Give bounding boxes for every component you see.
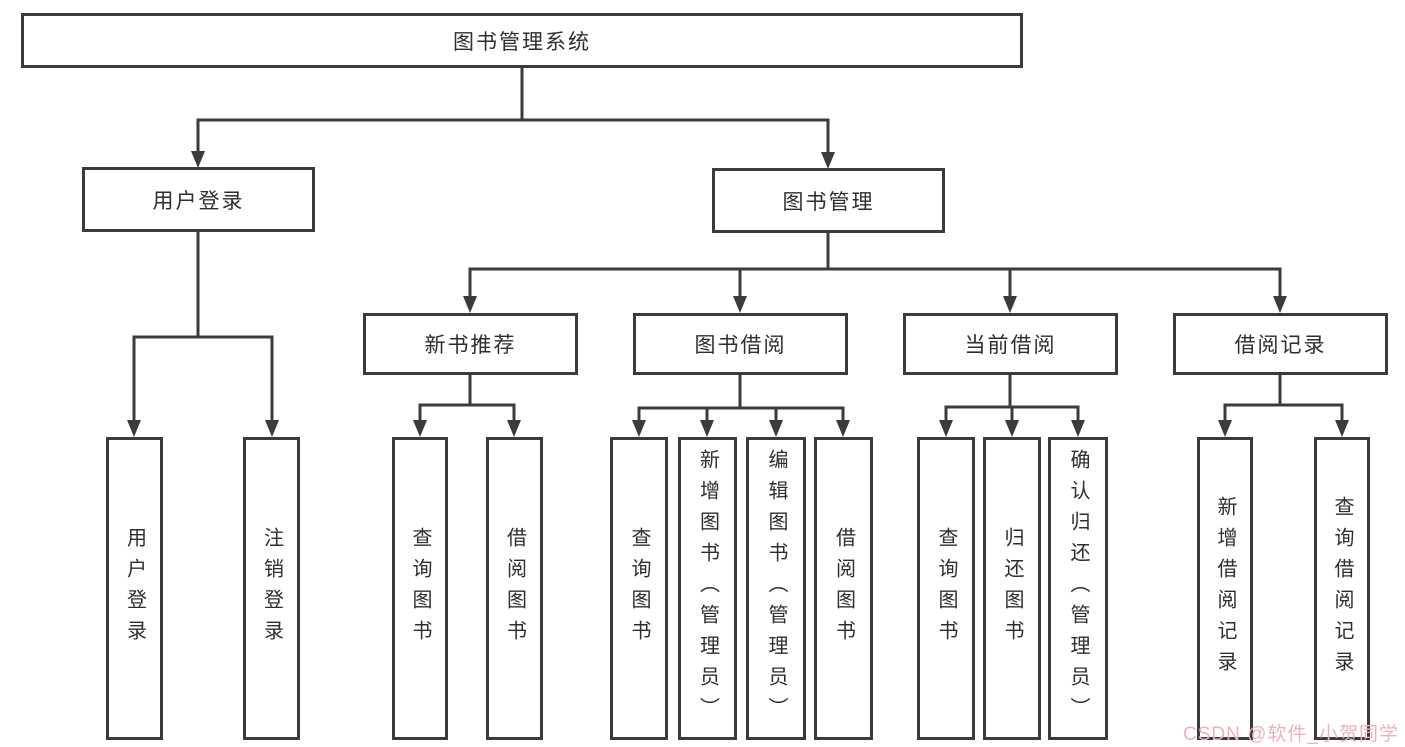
leaf-label: 借阅图书 <box>503 526 526 651</box>
leaf-query-books-borrowing: 查询图书 <box>610 437 668 740</box>
leaf-label: 注销登录 <box>260 526 283 651</box>
node-book-management: 图书管理 <box>712 168 945 233</box>
leaf-label: 编辑图书（管理员） <box>765 449 787 728</box>
node-label: 图书借阅 <box>694 334 787 357</box>
leaf-label: 查询图书 <box>935 526 957 651</box>
leaf-query-books-current: 查询图书 <box>917 437 975 740</box>
node-user-login: 用户登录 <box>82 167 315 232</box>
leaf-label: 新增图书（管理员） <box>696 449 719 728</box>
leaf-add-books-admin: 新增图书（管理员） <box>678 437 737 740</box>
leaf-label: 新增借阅记录 <box>1214 495 1236 682</box>
leaf-query-books-recommend: 查询图书 <box>392 437 448 740</box>
leaf-label: 借阅图书 <box>832 526 855 651</box>
node-borrowing-records: 借阅记录 <box>1173 313 1388 375</box>
leaf-label: 查询图书 <box>409 526 431 651</box>
leaf-return-books: 归还图书 <box>983 437 1041 740</box>
leaf-borrow-books-recommend: 借阅图书 <box>486 437 543 740</box>
node-label: 新书推荐 <box>424 334 517 357</box>
leaf-label: 查询借阅记录 <box>1331 495 1353 682</box>
node-current-borrowing: 当前借阅 <box>903 313 1118 375</box>
leaf-borrow-books-borrowing: 借阅图书 <box>814 437 873 740</box>
node-label: 图书管理系统 <box>453 30 591 54</box>
node-new-book-recommendation: 新书推荐 <box>363 313 578 375</box>
node-label: 当前借阅 <box>964 334 1057 357</box>
leaf-label: 确认归还（管理员） <box>1067 449 1089 728</box>
node-label: 用户登录 <box>152 189 245 213</box>
node-label: 借阅记录 <box>1234 334 1327 357</box>
leaf-confirm-return-admin: 确认归还（管理员） <box>1048 437 1108 740</box>
node-library-management-system: 图书管理系统 <box>21 13 1023 68</box>
leaf-label: 用户登录 <box>123 526 146 651</box>
leaf-edit-books-admin: 编辑图书（管理员） <box>746 437 806 740</box>
leaf-add-borrow-record: 新增借阅记录 <box>1197 437 1253 740</box>
watermark: CSDN @软件_小贺同学 <box>1183 724 1399 745</box>
node-label: 图书管理 <box>782 190 875 214</box>
leaf-label: 查询图书 <box>628 526 650 651</box>
leaf-label: 归还图书 <box>1001 526 1023 651</box>
leaf-user-login: 用户登录 <box>106 437 163 740</box>
leaf-logout: 注销登录 <box>243 437 300 740</box>
leaf-query-borrow-record: 查询借阅记录 <box>1314 437 1370 740</box>
node-book-borrowing: 图书借阅 <box>633 313 848 375</box>
